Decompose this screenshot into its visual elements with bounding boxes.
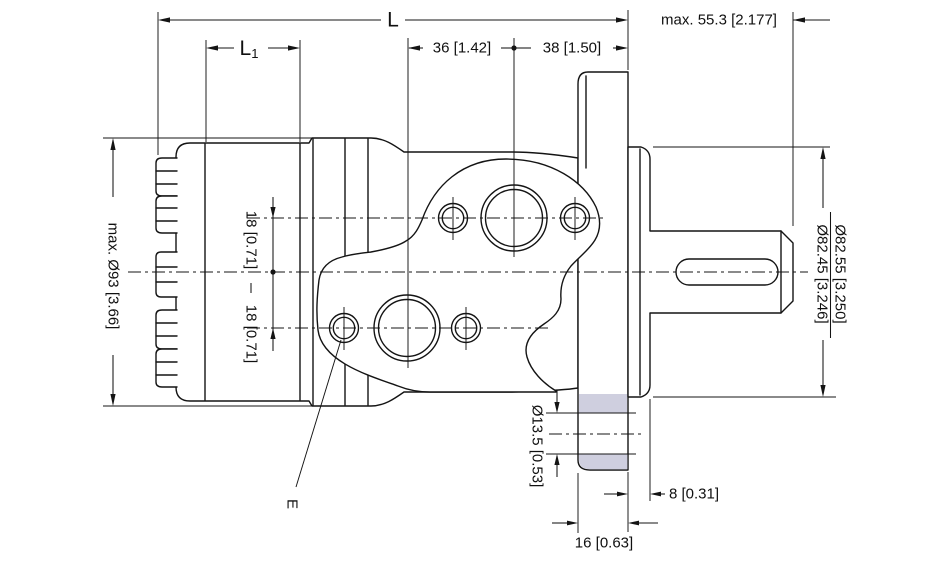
dim-flange-thickness: 16 [0.63] [552,473,658,552]
dim-shaft-protrusion: max. 55.3 [2.177] [661,12,830,226]
dim-18-lower-label: 18 [0.71] [243,305,260,363]
dim-overall-length: L [157,9,629,155]
dim-l1: L1 [205,37,301,142]
dim-mounting-hole-label: Ø13.5 [0.53] [529,405,546,488]
dim-pilot-depth-label: 8 [0.31] [669,486,719,503]
dim-body-diameter-label: max. Ø93 [3.66] [105,223,122,330]
dim-pilot-depth: 8 [0.31] [604,399,719,532]
dim-18-upper-label: 18 [0.71] [243,211,260,269]
dim-mounting-hole: Ø13.5 [0.53] [529,390,636,488]
dim-38-label: 38 [1.50] [543,40,601,57]
flange-section-shading [579,394,628,470]
dim-l1-label: L1 [240,37,259,61]
dim-pilot-diameter: Ø82.55 [3.250] Ø82.45 [3.246] [653,146,849,398]
mounting-flange [577,71,629,471]
bolt-head [155,348,178,388]
dim-body-diameter: max. Ø93 [3.66] [103,137,333,407]
dim-port-spacing: 18 [0.71] 18 [0.71] [243,197,276,363]
dim-flange-thickness-label: 16 [0.63] [575,535,633,552]
centerlines [128,197,808,435]
dim-pilot-diameter-min-label: Ø82.45 [3.246] [814,224,831,323]
dim-36-label: 36 [1.42] [433,40,491,57]
dim-overall-length-label: L [387,9,399,32]
bolt-head [155,251,178,298]
end-cover-bolts [155,157,178,388]
drain-port-callout: E [284,339,342,509]
dim-pilot-diameter-max-label: Ø82.55 [3.250] [832,224,849,323]
port-face-boss [316,158,601,393]
bolt-head [155,195,178,234]
bolt-head [155,157,178,197]
dim-port-positions: 36 [1.42] 38 [1.50] [407,38,628,368]
dim-shaft-protrusion-label: max. 55.3 [2.177] [661,12,777,29]
drain-port-label: E [284,499,301,509]
bolt-head [155,309,178,350]
